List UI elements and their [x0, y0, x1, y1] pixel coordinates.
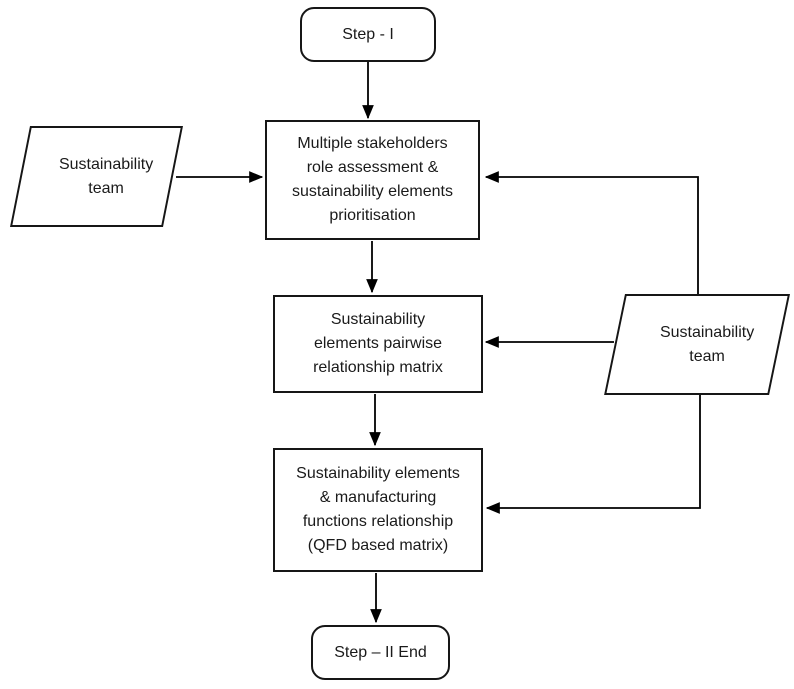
node-label: sustainability elements [292, 183, 453, 200]
node-label: & manufacturing [319, 489, 437, 506]
node-label-group: Sustainability team [627, 296, 788, 393]
terminator-step-2-end: Step – II End [311, 625, 450, 680]
node-label: Sustainability [330, 311, 426, 328]
node-label: functions relationship [302, 513, 454, 530]
node-label: Sustainability [659, 323, 755, 341]
node-label: Sustainability elements [296, 465, 460, 482]
node-label: Multiple stakeholders [297, 135, 448, 152]
process-qfd-matrix: Sustainability elements & manufacturing … [273, 448, 483, 572]
node-label: relationship matrix [313, 359, 443, 376]
node-label: role assessment & [306, 159, 439, 176]
node-label: prioritisation [329, 207, 416, 224]
node-label: (QFD based matrix) [307, 537, 449, 554]
terminator-step-1: Step - I [300, 7, 436, 62]
node-label: Step - I [342, 25, 394, 43]
node-label: team [689, 347, 725, 365]
parallelogram-sustainability-team-left: Sustainability team [10, 126, 183, 227]
arrow-team-right-to-qfd [485, 394, 701, 514]
node-label: team [88, 179, 124, 197]
node-label: Step – II End [334, 643, 427, 661]
node-label: elements pairwise [313, 335, 443, 352]
arrow-team-right-to-assessment [484, 171, 699, 295]
node-label-group: Sustainability team [32, 128, 181, 225]
process-pairwise-matrix: Sustainability elements pairwise relatio… [273, 295, 483, 393]
node-label: Sustainability [58, 155, 154, 173]
process-stakeholders-assessment: Multiple stakeholders role assessment & … [265, 120, 480, 240]
parallelogram-sustainability-team-right: Sustainability team [604, 294, 790, 395]
